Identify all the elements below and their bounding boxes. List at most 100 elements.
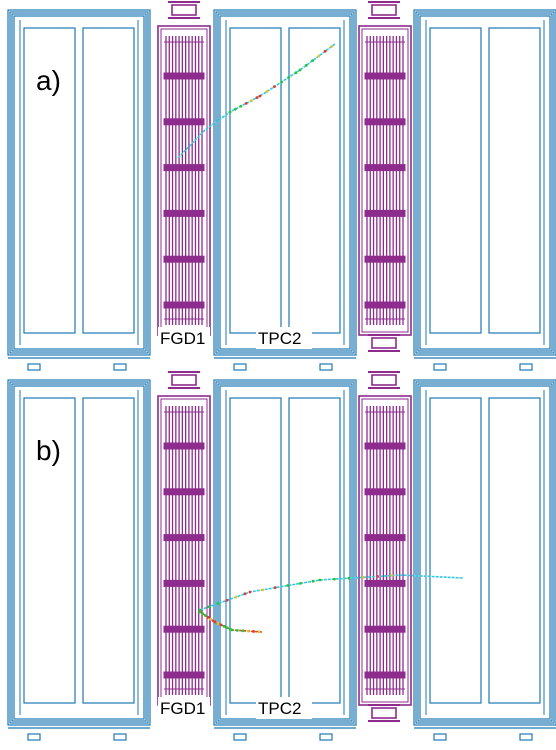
- track-hit: [204, 614, 207, 617]
- track-hit: [244, 101, 248, 105]
- track-hit: [311, 579, 315, 583]
- tpc2-frame: [217, 383, 353, 722]
- fgd1-rib: [163, 534, 205, 542]
- fgd1-rib: [163, 118, 205, 126]
- tpc1-module: [23, 397, 76, 704]
- track-hit: [333, 577, 336, 581]
- tpc3-frame: [413, 379, 556, 726]
- fgd2-rib: [364, 579, 406, 587]
- track-hit: [219, 623, 223, 627]
- fgd2-rib: [364, 671, 406, 679]
- tpc3-foot: [519, 363, 533, 371]
- tpc2-foot: [233, 733, 247, 741]
- tpc1-module: [82, 27, 135, 334]
- tpc2-foot: [319, 363, 333, 371]
- track-hit: [239, 104, 243, 108]
- tpc3-frame: [415, 381, 555, 724]
- tpc3-module: [488, 27, 541, 334]
- tpc1-foot: [27, 363, 41, 371]
- tpc3-foot: [433, 363, 447, 371]
- fgd2-frame: [361, 398, 409, 703]
- track-hit: [280, 80, 283, 84]
- track-hit: [207, 605, 211, 609]
- track-hit: [265, 89, 269, 93]
- track-hit: [298, 68, 302, 72]
- fgd1-label: FGD1: [160, 329, 205, 348]
- fgd1-top-cap: [168, 371, 200, 389]
- track-hit: [236, 628, 239, 632]
- track-hit: [273, 85, 276, 89]
- tpc1-frame: [11, 383, 147, 722]
- tpc1: [7, 379, 151, 741]
- tpc2-frame: [219, 385, 351, 720]
- tpc2-module: [288, 27, 341, 334]
- tpc3-module: [429, 397, 482, 704]
- tpc3-frame: [417, 13, 553, 352]
- fgd2-bottom-cap-block: [371, 707, 397, 719]
- fgd2-rib: [364, 301, 406, 309]
- tpc2-frame: [219, 15, 351, 350]
- tpc2-frame: [215, 11, 355, 354]
- tpc2-frame: [213, 379, 357, 726]
- track-hit: [304, 63, 308, 67]
- track-hit: [234, 107, 237, 111]
- fgd2-bottom-cap-block: [371, 337, 397, 349]
- panel-label: a): [36, 65, 61, 96]
- fgd2-bottom-cap: [368, 704, 400, 722]
- fgd2-rib: [364, 442, 406, 450]
- track-hit: [287, 75, 291, 79]
- fgd2-frame: [361, 28, 409, 333]
- fgd1-rib: [163, 488, 205, 496]
- fgd2-rib: [364, 488, 406, 496]
- track-hit: [216, 622, 220, 625]
- tpc3-frame: [417, 383, 553, 722]
- fgd2-rib: [364, 118, 406, 126]
- track-hit: [286, 584, 290, 587]
- track-hit: [323, 49, 327, 53]
- fgd1-label: FGD1: [160, 699, 205, 718]
- track-hit: [246, 629, 250, 633]
- fgd1-rib: [163, 255, 205, 263]
- fgd2: [358, 25, 412, 336]
- track-hit: [216, 602, 220, 605]
- tpc1-frame: [13, 15, 145, 350]
- track-hit: [257, 630, 261, 634]
- tpc3: [413, 379, 556, 741]
- fgd1-rib: [163, 72, 205, 80]
- fgd1-rib: [163, 209, 205, 217]
- tpc3-foot: [519, 733, 533, 741]
- track-hit: [213, 620, 217, 624]
- track-hit: [273, 586, 277, 590]
- tpc2-foot: [233, 363, 247, 371]
- tpc2-module: [288, 397, 341, 704]
- track-hit: [198, 608, 202, 612]
- tpc1-frame: [7, 9, 151, 356]
- fgd1: [157, 25, 211, 336]
- track-hit: [228, 110, 232, 114]
- track-hit: [261, 588, 264, 592]
- tpc1-frame: [7, 379, 151, 726]
- fgd2-top-cap: [368, 1, 400, 19]
- track-hit: [222, 624, 226, 628]
- tpc3-frame: [413, 9, 556, 356]
- tpc3-module: [488, 397, 541, 704]
- track-hit: [376, 575, 379, 578]
- tpc1-frame: [13, 385, 145, 720]
- tpc2: [213, 379, 357, 741]
- tpc1-module: [23, 27, 76, 334]
- tpc2-label: TPC2: [258, 699, 301, 718]
- track-hit: [225, 598, 229, 602]
- track-hit: [347, 576, 351, 580]
- track-hit: [258, 94, 262, 98]
- track-hit: [201, 612, 205, 616]
- fgd2-top-cap-block: [371, 374, 397, 386]
- tpc1-foot: [113, 733, 127, 741]
- tpc2-module: [229, 397, 282, 704]
- track-hit: [198, 610, 202, 614]
- tpc-label-bg: [256, 327, 312, 349]
- fgd1-top-cap-block: [171, 4, 197, 16]
- fgd2-rib: [364, 209, 406, 217]
- track-hit: [209, 617, 213, 621]
- fgd1-rib: [163, 625, 205, 633]
